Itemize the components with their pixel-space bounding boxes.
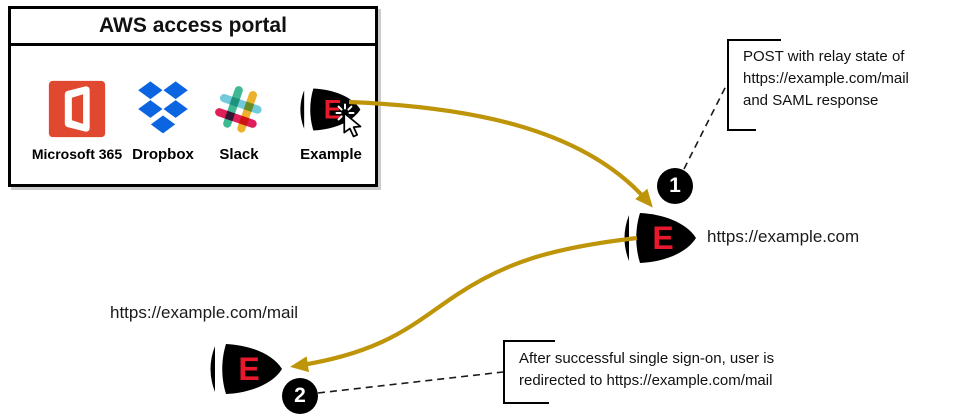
example-mail-url: https://example.com/mail (110, 303, 299, 322)
step-2-badge: 2 (282, 378, 318, 414)
app-label-example: Example (300, 146, 362, 163)
dashed-connector-step-1 (683, 83, 728, 170)
app-label-slack: Slack (219, 146, 259, 163)
app-tile-microsoft-365[interactable]: Microsoft 365 (27, 77, 127, 162)
step-1-badge: 1 (657, 168, 693, 204)
example-com-url: https://example.com (707, 227, 860, 246)
app-tile-dropbox[interactable]: Dropbox (123, 77, 203, 163)
aws-access-portal-box: AWS access portal Microsoft 365 (8, 6, 378, 187)
app-tile-example[interactable]: E (281, 77, 381, 163)
mouse-cursor-icon (343, 112, 365, 143)
app-label-dropbox: Dropbox (132, 146, 194, 163)
app-label-microsoft-365: Microsoft 365 (31, 146, 123, 162)
example-app-icon: E (293, 86, 369, 133)
portal-title: AWS access portal (11, 9, 375, 46)
example-mail-letter: E (238, 351, 259, 387)
dashed-connector-step-2 (317, 371, 504, 394)
app-tile-slack[interactable]: Slack (204, 77, 274, 163)
example-com-icon: E (616, 210, 706, 266)
example-com-node: E (616, 210, 706, 271)
example-com-letter: E (652, 220, 673, 256)
slack-icon (215, 86, 262, 133)
portal-app-row: Microsoft 365 Dropbox (11, 49, 375, 179)
microsoft-365-icon (48, 80, 106, 138)
step-2-callout: After successful single sign-on, user is… (503, 340, 835, 404)
step-2-callout-text: After successful single sign-on, user is… (519, 350, 775, 389)
arrow-portal-to-example-com (348, 99, 653, 208)
example-app-letter: E (324, 94, 342, 124)
example-mail-node: E (202, 341, 292, 402)
dropbox-icon (138, 81, 188, 134)
example-mail-icon: E (202, 341, 292, 397)
